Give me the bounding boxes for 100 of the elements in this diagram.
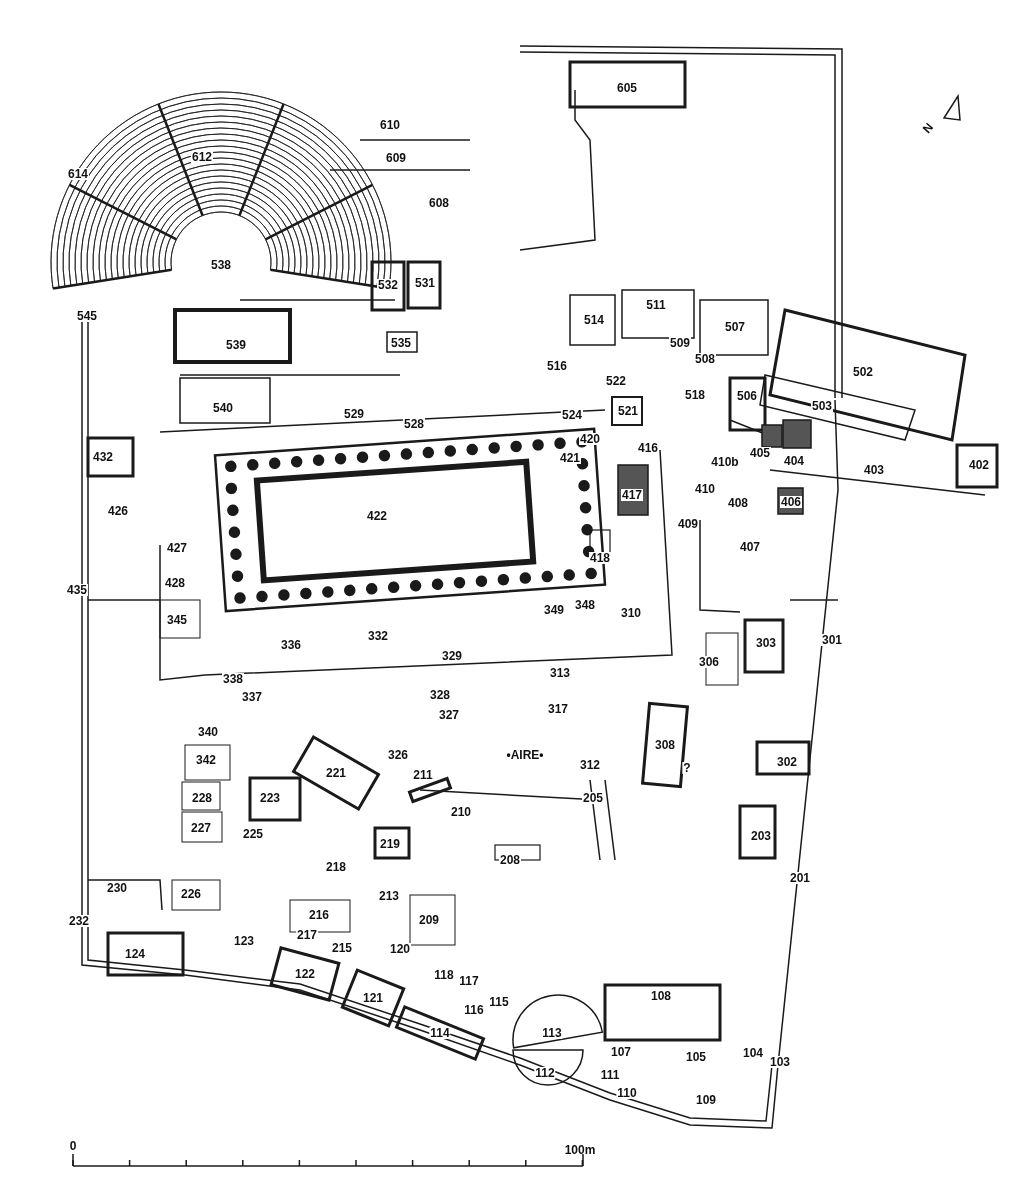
callout-number: 404 [783,455,805,467]
callout-number: 208 [499,854,521,866]
callout-number: 408 [727,497,749,509]
callout-number: 226 [180,888,202,900]
callout-number: 110 [616,1087,638,1099]
callout-number: 219 [379,838,401,850]
callout-number: 508 [694,353,716,365]
callout-number: 213 [378,890,400,902]
callout-number: 524 [561,409,583,421]
callout-number: 514 [583,314,605,326]
callout-number: 227 [190,822,212,834]
callout-number: 123 [233,935,255,947]
callout-number: 210 [450,806,472,818]
callout-number: 329 [441,650,463,662]
callout-number: 113 [541,1027,563,1039]
callout-number: 308 [654,739,676,751]
callout-number: 610 [379,119,401,131]
callout-number: 105 [685,1051,707,1063]
callout-number: 205 [582,792,604,804]
callout-number: 317 [547,703,569,715]
callout-number: 310 [620,607,642,619]
callout-number: 217 [296,929,318,941]
callout-number: 426 [107,505,129,517]
callout-number: 327 [438,709,460,721]
uncertain-mark: ? [682,762,692,774]
callout-number: 521 [617,405,639,417]
callout-number: 201 [789,872,811,884]
callout-number: 516 [546,360,568,372]
callout-number: 503 [811,400,833,412]
callout-number: 109 [695,1094,717,1106]
callout-number: 416 [637,442,659,454]
callout-number: 218 [325,861,347,873]
callout-number: 511 [645,299,667,311]
scale-label: 0 [68,1140,78,1152]
callout-number: 223 [259,792,281,804]
callout-number: 409 [677,518,699,530]
callout-number: 340 [197,726,219,738]
callout-number: 211 [412,769,434,781]
callout-number: 538 [210,259,232,271]
callout-number: 609 [385,152,407,164]
callout-number: 121 [362,992,384,1004]
callout-number: 216 [308,909,330,921]
callout-number: 336 [280,639,302,651]
callout-number: 103 [769,1056,791,1068]
callout-number: 612 [191,151,213,163]
callout-number: 111 [599,1069,621,1081]
callout-number: 326 [387,749,409,761]
callout-number: 402 [968,459,990,471]
callout-number: 328 [429,689,451,701]
callout-number: 230 [106,882,128,894]
callout-number: 614 [67,168,89,180]
callout-number: 221 [325,767,347,779]
callout-number: 215 [331,942,353,954]
callout-number: 345 [166,614,188,626]
callout-number: 112 [534,1067,556,1079]
callout-number: 124 [124,948,146,960]
callout-number: 407 [739,541,761,553]
callout-number: 114 [429,1027,451,1039]
callout-number: 117 [458,975,480,987]
callout-number: 410 [694,483,716,495]
callout-number: 405 [749,447,771,459]
callout-number: 306 [698,656,720,668]
callout-number: 115 [488,996,510,1008]
callout-number: 532 [377,279,399,291]
scale-label: 100m [563,1144,597,1156]
callout-number: 540 [212,402,234,414]
callout-number: 502 [852,366,874,378]
callout-number: 432 [92,451,114,463]
callout-number: 313 [549,667,571,679]
callout-number: 421 [559,452,581,464]
callout-number: 302 [776,756,798,768]
callout-number: 418 [589,552,611,564]
callout-number: 422 [366,510,388,522]
callout-number: 435 [66,584,88,596]
callout-number: 608 [428,197,450,209]
callout-number: 428 [164,577,186,589]
callout-number: 104 [742,1047,764,1059]
callout-number: 539 [225,339,247,351]
callout-number: 342 [195,754,217,766]
callout-number: 122 [294,968,316,980]
callout-number: 420 [579,433,601,445]
callout-number: 108 [650,990,672,1002]
callout-number: 506 [736,390,758,402]
callout-number: 348 [574,599,596,611]
callout-number: 232 [68,915,90,927]
callout-number: 120 [389,943,411,955]
callout-number: 303 [755,637,777,649]
callout-number: 522 [605,375,627,387]
callout-number: 518 [684,389,706,401]
callout-number: 228 [191,792,213,804]
callout-number: 332 [367,630,389,642]
callout-number: 107 [610,1046,632,1058]
callout-number: 209 [418,914,440,926]
callout-number: 509 [669,337,691,349]
callout-number: 406 [780,496,802,508]
callout-number: 225 [242,828,264,840]
callout-number: 427 [166,542,188,554]
callout-number: 338 [222,673,244,685]
callout-number: 545 [76,310,98,322]
callout-number: 203 [750,830,772,842]
